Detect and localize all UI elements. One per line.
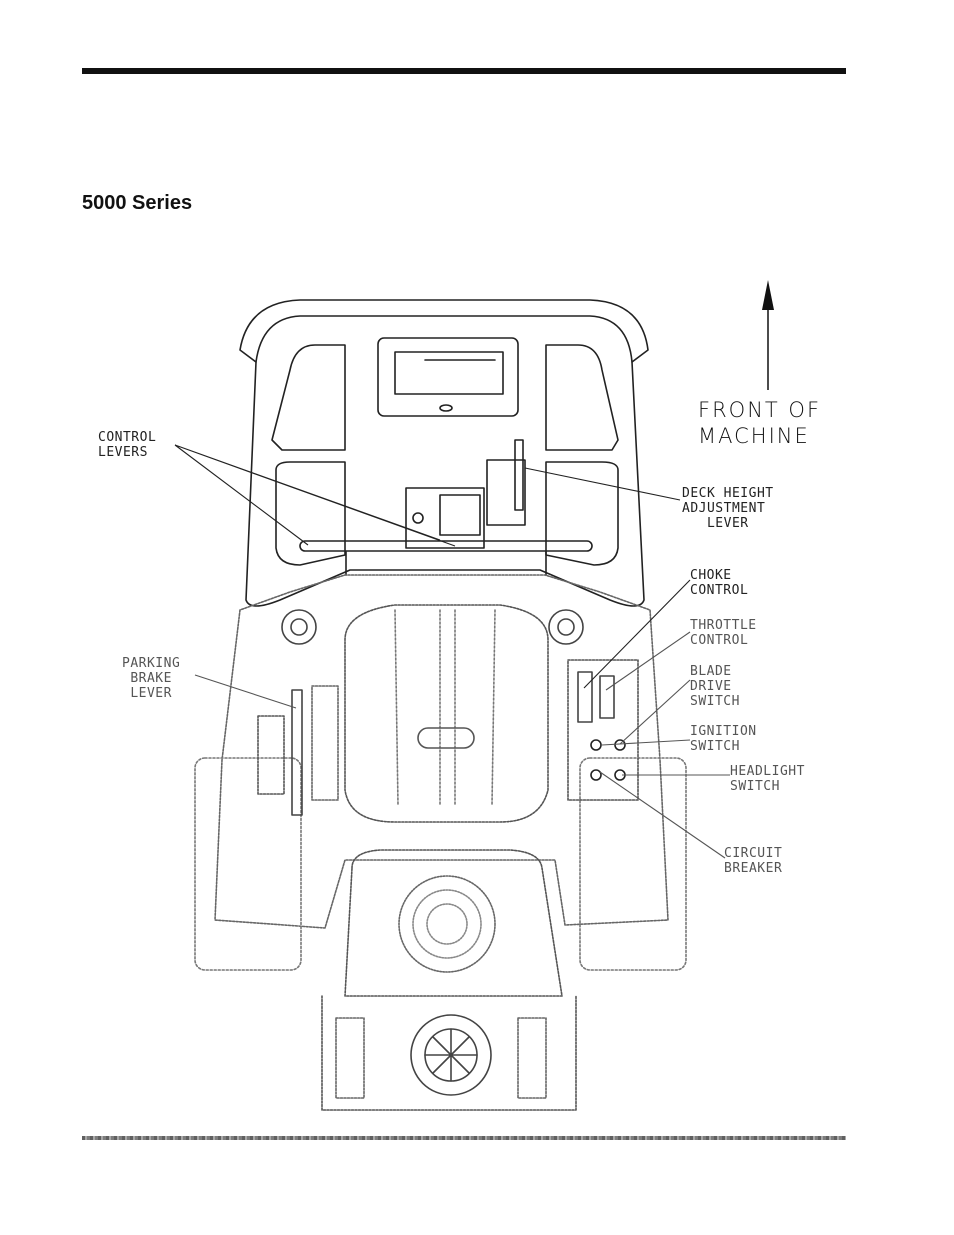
dash-display <box>395 352 503 394</box>
leader-parking-brake <box>195 675 296 708</box>
right-mid-panel <box>546 462 618 565</box>
seat-outline <box>345 605 548 822</box>
right-rear-tire <box>580 758 686 970</box>
console-box <box>406 488 484 548</box>
bottom-rule <box>82 1136 846 1140</box>
leader-control-levers <box>175 445 455 546</box>
blade-drive-switch-label: BLADE DRIVE SWITCH <box>690 664 740 709</box>
ignition-switch-label: IGNITION SWITCH <box>690 724 757 754</box>
control-levers-label: CONTROL LEVERS <box>98 430 156 460</box>
leader-throttle <box>606 632 690 690</box>
body-outer <box>246 362 644 606</box>
choke-control-label: CHOKE CONTROL <box>690 568 748 598</box>
engine-housing <box>345 850 562 996</box>
left-rear-tire <box>195 758 301 970</box>
throttle-control-label: THROTTLE CONTROL <box>690 618 757 648</box>
front-of-machine-label-line1: FRONT OF <box>698 398 821 422</box>
left-front-panel <box>272 345 345 450</box>
left-caster-wheel <box>282 610 316 644</box>
leader-circuit-breaker <box>600 772 725 858</box>
circuit-breaker-label: CIRCUIT BREAKER <box>724 846 782 876</box>
right-caster-wheel <box>549 610 583 644</box>
parking-brake-lever-label: PARKING BRAKE LEVER <box>122 656 180 701</box>
lower-body <box>215 575 668 928</box>
front-of-machine-label-line2: MACHINE <box>698 424 810 448</box>
leader-deck-height <box>525 468 680 500</box>
dash-panel <box>378 338 518 416</box>
deck-lever-housing <box>487 460 525 525</box>
front-arrow <box>762 280 774 390</box>
deck-height-adjustment-lever-label: DECK HEIGHT ADJUSTMENT LEVER <box>682 486 774 531</box>
left-mid-panel <box>276 462 345 565</box>
right-front-panel <box>546 345 618 450</box>
headlight-switch-label: HEADLIGHT SWITCH <box>730 764 805 794</box>
left-fender-slot <box>258 716 284 794</box>
